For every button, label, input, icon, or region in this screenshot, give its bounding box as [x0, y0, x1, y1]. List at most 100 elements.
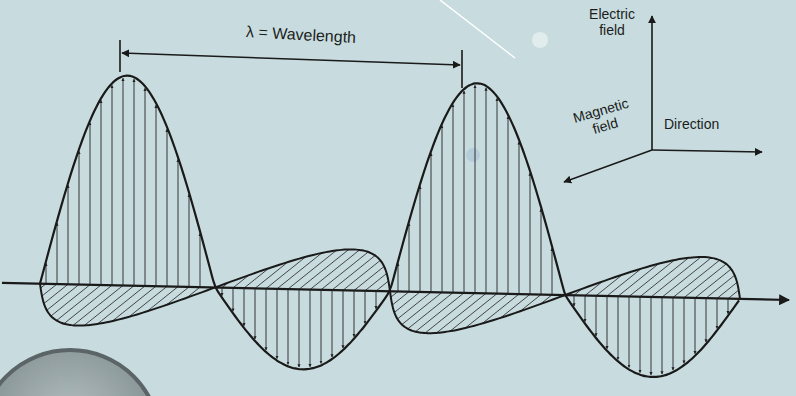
electric-hatch — [112, 85, 113, 285]
electric-hatch — [365, 291, 366, 324]
magnetic-axis-arrow — [564, 150, 652, 182]
pointer-line — [440, 0, 515, 58]
magnetic-hatch — [376, 281, 388, 291]
electric-hatch — [79, 151, 80, 284]
magnetic-hatch — [84, 286, 134, 326]
magnetic-hatch — [717, 282, 737, 298]
electric-wave — [40, 76, 739, 377]
electric-hatch — [145, 88, 146, 286]
electric-hatch — [497, 98, 498, 293]
electric-hatch — [321, 290, 322, 364]
electric-axis-arrow — [651, 16, 653, 150]
electric-hatch — [717, 298, 718, 328]
electric-hatch — [222, 288, 223, 296]
electric-hatch — [376, 291, 377, 309]
electric-hatch — [277, 289, 278, 359]
electric-hatch — [607, 296, 608, 349]
electric-hatch — [343, 290, 344, 348]
magnetic-hatch — [402, 292, 442, 324]
electric-hatch — [90, 123, 91, 285]
electric-hatch — [596, 296, 597, 336]
electric-hatch — [552, 248, 553, 295]
electric-hatch — [673, 297, 674, 370]
electric-hatch — [442, 126, 443, 293]
magnetic-hatch — [596, 275, 622, 296]
magnetic-hatch — [129, 286, 167, 316]
electric-hatch — [354, 290, 355, 336]
magnetic-hatch — [673, 260, 720, 297]
wavelength-arrow — [122, 53, 460, 65]
electric-hatch — [101, 100, 102, 285]
electric-hatch — [728, 299, 729, 314]
magnetic-hatch — [394, 292, 420, 313]
magnetic-hatch — [520, 295, 541, 312]
electric-hatch — [299, 289, 300, 367]
electric-hatch — [640, 297, 641, 373]
electric-hatch — [189, 194, 190, 286]
dimension-tick — [119, 40, 121, 72]
magnetic-hatch — [244, 268, 269, 288]
label-holder: Electric field — [582, 6, 642, 38]
magnetic-hatch — [437, 293, 486, 333]
dimension-label: λ = Wavelength — [226, 22, 377, 49]
electric-hatch — [57, 223, 58, 284]
electric-hatch — [475, 85, 476, 293]
electric-hatch — [398, 263, 399, 291]
magnetic-hatch — [343, 260, 380, 290]
magnetic-hatch — [310, 250, 360, 290]
electric-hatch — [541, 209, 542, 295]
magnetic-hatch — [501, 294, 530, 318]
magnetic-hatch — [57, 285, 101, 321]
electric-hatch — [68, 185, 69, 284]
glare-dot — [532, 32, 548, 48]
electric-hatch — [629, 296, 630, 367]
magnetic-hatch — [51, 285, 90, 316]
magnetic-hatch — [321, 252, 368, 290]
electric-hatch — [662, 297, 663, 374]
electric-hatch — [244, 288, 245, 326]
axis-label: Direction — [664, 116, 754, 132]
glare-dot — [466, 148, 480, 162]
magnetic-hatch — [365, 273, 387, 290]
propagation-axis — [2, 283, 789, 300]
electric-hatch — [233, 288, 234, 311]
magnetic-hatch — [167, 287, 189, 305]
label-holder: λ = Wavelength — [226, 22, 377, 49]
electric-hatch — [123, 78, 124, 285]
electric-hatch — [684, 298, 685, 364]
electric-hatch — [200, 233, 201, 287]
magnetic-hatch — [482, 294, 519, 323]
electric-hatch — [519, 142, 520, 294]
electric-hatch — [618, 296, 619, 359]
electric-hatch — [706, 298, 707, 342]
magnetic-hatch — [695, 269, 731, 298]
corner-disc — [0, 350, 160, 396]
electric-hatch — [310, 290, 311, 367]
axes-group — [120, 16, 762, 182]
electric-hatch — [574, 295, 575, 306]
label-holder: Magnetic field — [565, 93, 641, 143]
axis-label: Magnetic field — [565, 93, 641, 143]
electric-hatch — [431, 153, 432, 292]
magnetic-hatch — [44, 284, 68, 303]
electric-hatch — [530, 173, 531, 294]
magnetic-hatch — [728, 290, 739, 299]
electric-hatch — [255, 288, 256, 339]
magnetic-hatch — [706, 275, 735, 298]
label-holder: Direction — [664, 116, 754, 132]
electric-hatch — [178, 159, 179, 286]
electric-hatch — [167, 129, 168, 286]
electric-hatch — [266, 289, 267, 350]
electric-hatch — [464, 91, 465, 293]
magnetic-hatch — [266, 257, 306, 289]
wave-group — [2, 76, 789, 377]
magnetic-hatch — [42, 284, 57, 296]
electric-hatch — [332, 290, 333, 357]
magnetic-hatch — [684, 264, 726, 298]
magnetic-hatch — [299, 249, 349, 289]
electric-hatch — [288, 289, 289, 364]
electric-hatch — [156, 105, 157, 286]
magnetic-hatch — [354, 266, 384, 290]
